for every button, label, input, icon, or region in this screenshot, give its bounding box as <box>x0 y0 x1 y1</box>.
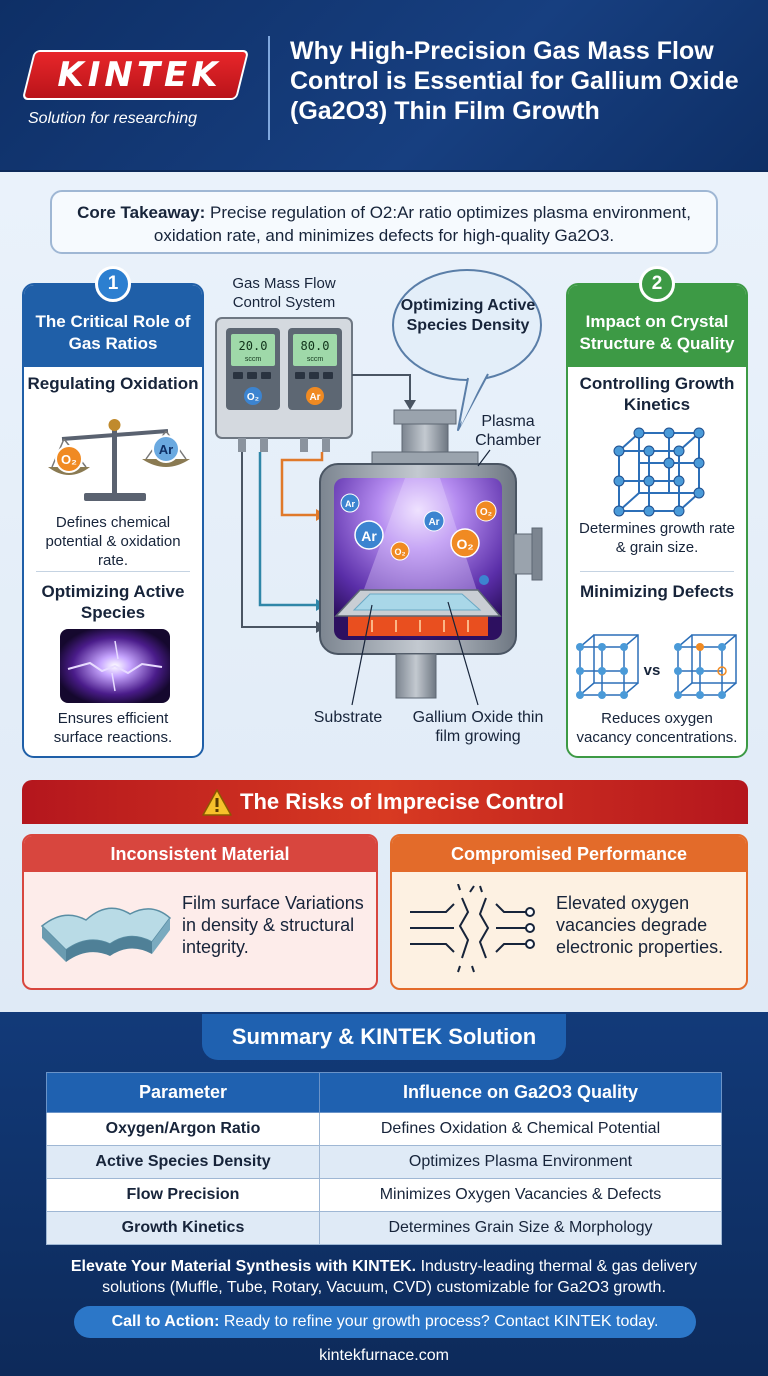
plasma-spark-icon <box>60 629 170 703</box>
elevate-body: Industry-leading thermal & gas delivery … <box>102 1258 698 1296</box>
column-header: Parameter <box>46 1072 320 1113</box>
warning-icon <box>202 789 232 816</box>
risk-card-title: Inconsistent Material <box>24 836 376 872</box>
optimizing-species-text: Ensures efficient surface reactions. <box>53 710 173 746</box>
o2-symbol: O₂ <box>61 452 77 467</box>
table-cell-influence: Defines Oxidation & Chemical Potential <box>319 1112 722 1146</box>
lattice-comparison-icon: vs <box>576 634 737 699</box>
minimizing-defects-text: Reduces oxygen vacancy concentrations. <box>576 710 738 746</box>
header-divider <box>268 36 270 140</box>
o2-particle-label: O₂ <box>456 536 473 552</box>
table-cell-influence: Minimizes Oxygen Vacancies & Defects <box>319 1178 722 1212</box>
ar-particle-label: Ar <box>428 517 439 528</box>
call-to-action-button[interactable]: Call to Action: Ready to refine your gro… <box>74 1306 696 1338</box>
risk-card-performance: Compromised Performance Elevated oxygen … <box>390 834 748 990</box>
regulating-oxidation-heading: Regulating Oxidation <box>27 374 199 393</box>
step-2-badge: 2 <box>639 266 675 302</box>
growth-kinetics-text: Determines growth rate & grain size. <box>579 520 735 556</box>
table-row: Growth Kinetics Determines Grain Size & … <box>46 1211 722 1245</box>
ar-particle-label: Ar <box>345 499 355 509</box>
elevate-text: Elevate Your Material Synthesis with KIN… <box>40 1256 728 1298</box>
panel-crystal-quality: Impact on Crystal Structure & Quality Co… <box>566 283 748 758</box>
core-text: Precise regulation of O2:Ar ratio optimi… <box>153 203 691 245</box>
o2-particle-label: O₂ <box>480 507 492 518</box>
table-cell-influence: Optimizes Plasma Environment <box>319 1145 722 1179</box>
risk-card-text: Elevated oxygen vacancies degrade electr… <box>556 893 724 957</box>
meter-1-gas: O₂ <box>247 392 259 403</box>
crystal-lattice-icon <box>613 427 705 517</box>
panel-gas-ratios: The Critical Role of Gas Ratios Regulati… <box>22 283 204 758</box>
gas-flow-diagram: 20.0 sccm 80.0 sccm O₂ Ar <box>215 269 543 706</box>
film-surface-icon <box>40 907 172 962</box>
divider <box>36 571 190 572</box>
table-cell-parameter: Active Species Density <box>46 1145 320 1179</box>
meter-2-gas: Ar <box>309 392 320 403</box>
table-row: Active Species Density Optimizes Plasma … <box>46 1145 722 1179</box>
core-takeaway: Core Takeaway: Precise regulation of O2:… <box>50 190 718 254</box>
table-cell-influence: Determines Grain Size & Morphology <box>319 1211 722 1245</box>
meter-1-unit: sccm <box>245 356 262 363</box>
speech-bubble-text: Optimizing Active Species Density <box>400 297 536 334</box>
page-title: Why High-Precision Gas Mass Flow Control… <box>290 37 739 125</box>
table-header-row: Parameter Influence on Ga2O3 Quality <box>46 1072 722 1113</box>
core-label: Core Takeaway: <box>77 203 206 222</box>
ar-symbol: Ar <box>159 442 173 457</box>
cta-bold: Call to Action: <box>111 1313 220 1330</box>
optimizing-species-heading: Optimizing Active Species <box>41 582 185 622</box>
risk-card-inconsistent: Inconsistent Material Film surface Varia… <box>22 834 378 990</box>
cta-text: Ready to refine your growth process? Con… <box>219 1313 659 1330</box>
ar-particle-label: Ar <box>361 528 377 544</box>
risks-heading: The Risks of Imprecise Control <box>22 780 748 824</box>
minimizing-defects-heading: Minimizing Defects <box>580 582 734 601</box>
table-cell-parameter: Growth Kinetics <box>46 1211 320 1245</box>
plasma-chamber-label: Plasma Chamber <box>475 413 541 449</box>
risks-title: The Risks of Imprecise Control <box>240 789 564 814</box>
table-cell-parameter: Oxygen/Argon Ratio <box>46 1112 320 1146</box>
vs-label: vs <box>644 662 661 679</box>
meter-2-value: 80.0 <box>301 339 330 353</box>
o2-particle-label: O₂ <box>395 547 406 557</box>
panel-title: The Critical Role of Gas Ratios <box>24 285 202 367</box>
balance-scale-icon: O₂ Ar <box>48 419 190 501</box>
table-row: Flow Precision Minimizes Oxygen Vacancie… <box>46 1178 722 1212</box>
control-system-title: Gas Mass Flow Control System <box>232 275 336 311</box>
step-1-badge: 1 <box>95 266 131 302</box>
meter-2-unit: sccm <box>307 356 324 363</box>
logo[interactable]: KINTEK <box>57 55 222 95</box>
growth-kinetics-heading: Controlling Growth Kinetics <box>579 374 735 414</box>
website-link[interactable]: kintekfurnace.com <box>319 1347 449 1364</box>
risk-card-text: Film surface Variations in density & str… <box>182 893 364 957</box>
risk-card-title: Compromised Performance <box>392 836 746 872</box>
summary-title: Summary & KINTEK Solution <box>202 1014 566 1060</box>
table-cell-parameter: Flow Precision <box>46 1178 320 1212</box>
summary-table: Parameter Influence on Ga2O3 Quality Oxy… <box>46 1072 722 1245</box>
elevate-bold: Elevate Your Material Synthesis with KIN… <box>70 1258 417 1275</box>
regulating-oxidation-text: Defines chemical potential & oxidation r… <box>45 514 181 569</box>
column-header: Influence on Ga2O3 Quality <box>319 1072 722 1113</box>
meter-1-value: 20.0 <box>239 339 268 353</box>
logo-tagline: Solution for researching <box>28 110 197 127</box>
film-label: Gallium Oxide thin film growing <box>412 709 544 745</box>
substrate-label: Substrate <box>313 709 383 726</box>
broken-circuit-icon <box>410 884 535 973</box>
divider <box>580 571 734 572</box>
table-row: Oxygen/Argon Ratio Defines Oxidation & C… <box>46 1112 722 1146</box>
